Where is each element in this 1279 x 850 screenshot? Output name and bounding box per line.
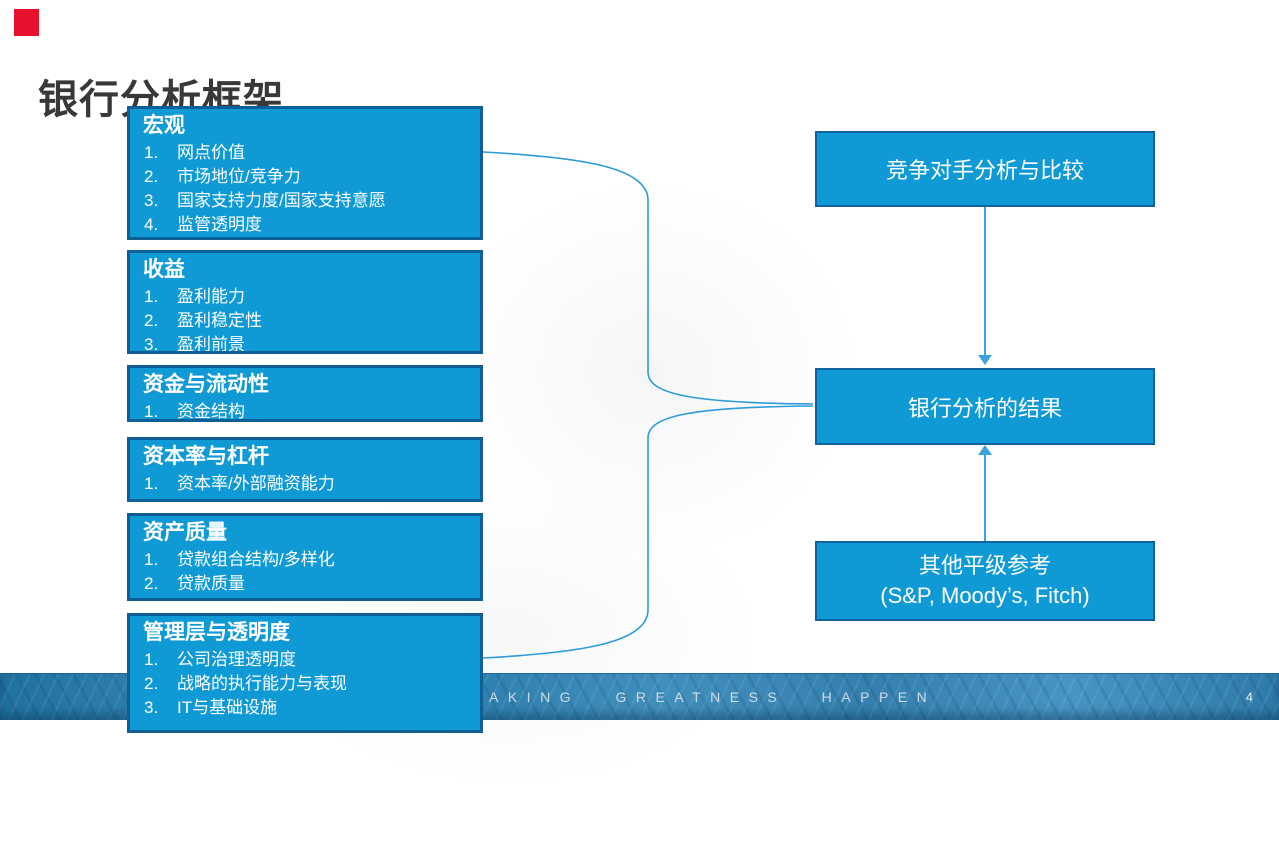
arrow-up-head-icon bbox=[978, 445, 992, 455]
arrow-down-connector bbox=[984, 207, 986, 356]
arrow-down-head-icon bbox=[978, 355, 992, 365]
framework-box-item: 1. 资金结构 bbox=[130, 400, 480, 421]
framework-box-capital-leverage: 资本率与杠杆 1. 资本率/外部融资能力 bbox=[127, 437, 483, 502]
item-number: 4. bbox=[144, 215, 159, 234]
item-text: 资金结构 bbox=[177, 402, 245, 421]
result-box-label: 银行分析的结果 bbox=[907, 395, 1062, 421]
page-number: 4 bbox=[1245, 689, 1253, 705]
framework-box-list: 1. 资金结构 bbox=[130, 400, 480, 421]
result-box-label: 竞争对手分析与比较 bbox=[885, 158, 1084, 183]
item-number: 1. bbox=[144, 143, 159, 162]
item-number: 2. bbox=[144, 311, 159, 330]
item-number: 1. bbox=[144, 550, 159, 569]
item-number: 3. bbox=[144, 698, 159, 717]
item-number: 2. bbox=[144, 674, 159, 693]
item-number: 3. bbox=[144, 191, 159, 210]
framework-box-item: 4. 监管透明度 bbox=[130, 213, 480, 237]
framework-box-item: 1. 网点价值 bbox=[130, 141, 480, 165]
framework-box-list: 1. 公司治理透明度 2. 战略的执行能力与表现 3. IT与基础设施 bbox=[130, 648, 480, 720]
item-text: 贷款质量 bbox=[177, 574, 245, 593]
item-text: 资本率/外部融资能力 bbox=[177, 474, 335, 493]
result-box-peer-rating-reference: 其他平级参考 (S&P, Moody’s, Fitch) bbox=[815, 541, 1155, 621]
framework-box-item: 1. 公司治理透明度 bbox=[130, 648, 480, 672]
framework-box-macro: 宏观 1. 网点价值 2. 市场地位/竞争力 3. 国家支持力度/国家支持意愿 4. 监管透明度 bbox=[127, 106, 483, 240]
framework-box-heading: 资产质量 bbox=[143, 521, 227, 544]
framework-box-heading: 管理层与透明度 bbox=[143, 621, 290, 644]
item-text: 盈利能力 bbox=[177, 287, 245, 306]
item-number: 2. bbox=[144, 167, 159, 186]
framework-box-heading: 资金与流动性 bbox=[143, 373, 269, 396]
item-text: 盈利稳定性 bbox=[177, 311, 262, 330]
item-number: 1. bbox=[144, 650, 159, 669]
brace-connector bbox=[482, 151, 814, 659]
framework-box-item: 3. 国家支持力度/国家支持意愿 bbox=[130, 189, 480, 213]
footer-slogan: AKING GREATNESS HAPPEN bbox=[489, 689, 937, 705]
framework-box-item: 2. 战略的执行能力与表现 bbox=[130, 672, 480, 696]
item-text: 国家支持力度/国家支持意愿 bbox=[177, 191, 386, 210]
item-text: 监管透明度 bbox=[177, 215, 262, 234]
item-number: 2. bbox=[144, 574, 159, 593]
framework-box-item: 1. 盈利能力 bbox=[130, 285, 480, 309]
item-text: IT与基础设施 bbox=[177, 698, 278, 717]
item-text: 市场地位/竞争力 bbox=[177, 167, 301, 186]
item-text: 贷款组合结构/多样化 bbox=[177, 550, 335, 569]
framework-box-item: 2. 市场地位/竞争力 bbox=[130, 165, 480, 189]
framework-box-list: 1. 盈利能力 2. 盈利稳定性 3. 盈利前景 bbox=[130, 285, 480, 354]
framework-box-earnings: 收益 1. 盈利能力 2. 盈利稳定性 3. 盈利前景 bbox=[127, 250, 483, 354]
item-number: 1. bbox=[144, 402, 159, 421]
item-text: 战略的执行能力与表现 bbox=[177, 674, 347, 693]
framework-box-management-transparency: 管理层与透明度 1. 公司治理透明度 2. 战略的执行能力与表现 3. IT与基础设施 bbox=[127, 613, 483, 733]
framework-box-list: 1. 贷款组合结构/多样化 2. 贷款质量 bbox=[130, 548, 480, 596]
logo-mark bbox=[14, 9, 39, 36]
framework-box-funding-liquidity: 资金与流动性 1. 资金结构 bbox=[127, 365, 483, 422]
framework-box-item: 3. 盈利前景 bbox=[130, 333, 480, 354]
framework-box-item: 2. 贷款质量 bbox=[130, 572, 480, 596]
framework-box-list: 1. 网点价值 2. 市场地位/竞争力 3. 国家支持力度/国家支持意愿 4. 监管透明度 bbox=[130, 141, 480, 237]
framework-box-list: 1. 资本率/外部融资能力 bbox=[130, 472, 480, 496]
result-box-label: 其他平级参考 (S&P, Moody’s, Fitch) bbox=[880, 553, 1090, 608]
framework-box-item: 2. 盈利稳定性 bbox=[130, 309, 480, 333]
framework-box-item: 1. 贷款组合结构/多样化 bbox=[130, 548, 480, 572]
result-box-competitor-analysis: 竞争对手分析与比较 bbox=[815, 131, 1155, 207]
result-box-bank-analysis-result: 银行分析的结果 bbox=[815, 368, 1155, 445]
framework-box-heading: 收益 bbox=[143, 258, 185, 281]
item-text: 网点价值 bbox=[177, 143, 245, 162]
framework-box-item: 1. 资本率/外部融资能力 bbox=[130, 472, 480, 496]
framework-box-asset-quality: 资产质量 1. 贷款组合结构/多样化 2. 贷款质量 bbox=[127, 513, 483, 601]
item-text: 公司治理透明度 bbox=[177, 650, 296, 669]
item-text: 盈利前景 bbox=[177, 335, 245, 354]
framework-box-heading: 宏观 bbox=[143, 114, 185, 137]
framework-box-item: 3. IT与基础设施 bbox=[130, 696, 480, 720]
item-number: 1. bbox=[144, 474, 159, 493]
item-number: 1. bbox=[144, 287, 159, 306]
framework-box-heading: 资本率与杠杆 bbox=[143, 445, 269, 468]
item-number: 3. bbox=[144, 335, 159, 354]
arrow-up-connector bbox=[984, 455, 986, 541]
